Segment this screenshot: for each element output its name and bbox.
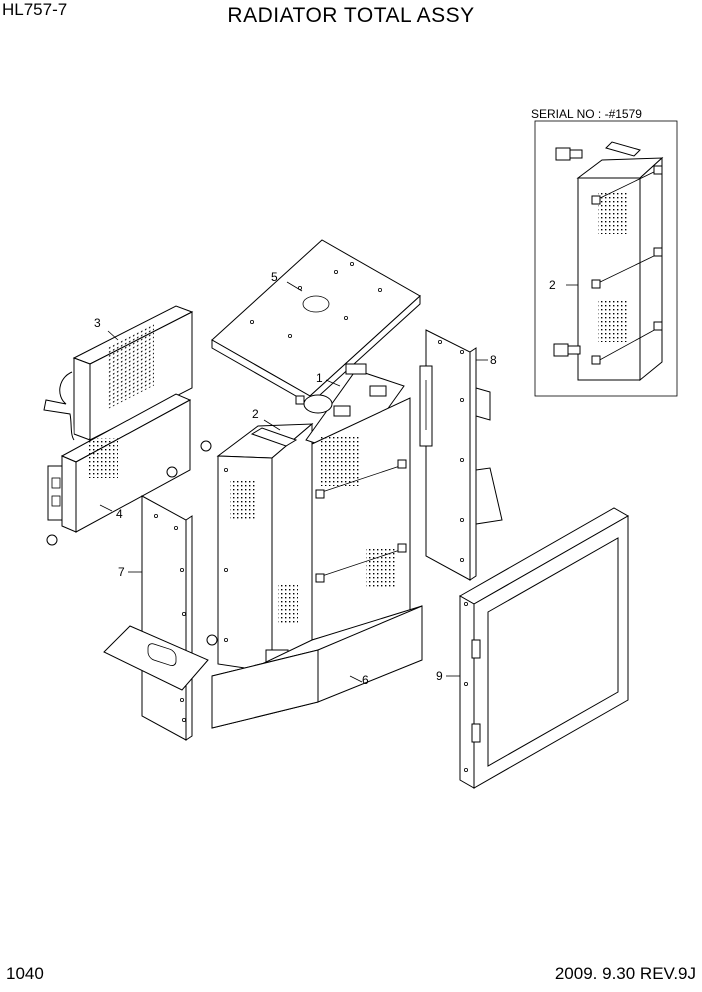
- part-1-radiator-core: 1: [295, 363, 411, 641]
- callout-8: 8: [490, 353, 497, 367]
- inset-serial-label: SERIAL NO : -#1579: [531, 107, 642, 121]
- callout-5: 5: [271, 270, 278, 284]
- inset-frame: [534, 120, 678, 397]
- page-title: RADIATOR TOTAL ASSY: [227, 4, 475, 27]
- inset-fitting-top: [555, 147, 571, 161]
- page-number: 1040: [6, 964, 44, 983]
- part-3-cooler: 3: [43, 305, 194, 441]
- inset-pipe: [605, 141, 641, 157]
- callout-1: 1: [316, 371, 323, 385]
- callout-9: 9: [436, 669, 443, 683]
- inset-fitting-bottom: [553, 343, 569, 357]
- callout-7: 7: [118, 565, 125, 579]
- callout-2: 2: [252, 407, 259, 421]
- part-2-radiator: 2: [200, 407, 314, 674]
- part-4-cooler: 4: [46, 393, 192, 546]
- part-6-bottom-tray: 6: [211, 605, 423, 729]
- inset-panel: SERIAL NO : -#1579 2: [531, 107, 678, 397]
- part-7-left-bracket: 7: [103, 495, 209, 741]
- inset-radiator-side: [639, 156, 663, 382]
- callout-4: 4: [116, 507, 123, 521]
- revision-date: 2009. 9.30 REV.9J: [554, 964, 696, 983]
- inset-mesh-top: [598, 192, 628, 234]
- part-8-right-bracket: 8: [419, 329, 503, 581]
- callout-3: 3: [94, 316, 101, 330]
- callout-6: 6: [362, 673, 369, 687]
- part-9-frame: 9: [436, 507, 630, 789]
- inset-mesh-bottom: [598, 300, 628, 342]
- inset-callout-2: 2: [549, 278, 556, 292]
- model-number: HL757-7: [2, 0, 68, 19]
- part-5-top-cover: 5: [211, 239, 421, 406]
